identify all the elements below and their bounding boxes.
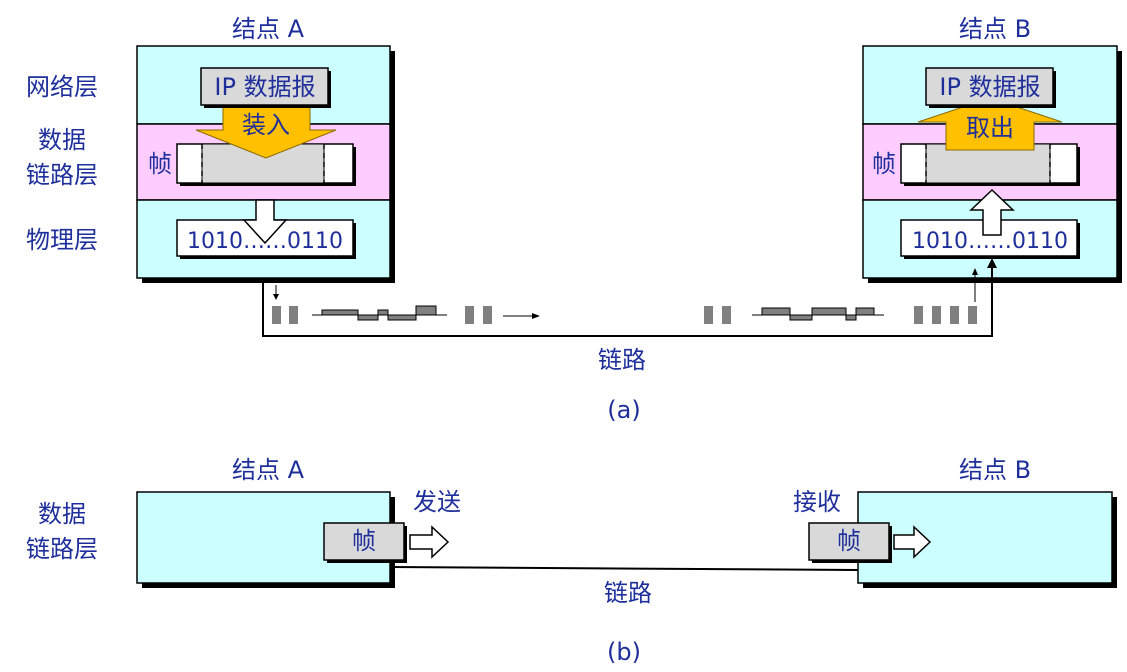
link-line-b	[389, 566, 859, 571]
label-datalink-layer-line2: 链路层	[26, 161, 98, 189]
receive-label: 接收	[793, 488, 841, 516]
label-physical-layer: 物理层	[26, 226, 98, 254]
frame-label-a-b: 帧	[352, 527, 376, 555]
encapsulate-arrow	[195, 103, 337, 159]
encapsulate-label: 装入	[242, 111, 290, 139]
bits-a-label: 1010……0110	[187, 229, 343, 254]
send-label: 发送	[413, 488, 461, 516]
node-a-title-b: 结点 A	[232, 456, 305, 484]
extract-label: 取出	[966, 114, 1014, 142]
frame-label-a: 帧	[148, 150, 172, 178]
caption-b: (b)	[607, 638, 641, 666]
send-arrow	[409, 525, 450, 559]
ip-datagram-a-label: IP 数据报	[214, 73, 315, 101]
label-datalink-layer-line1: 数据	[38, 126, 86, 154]
frame-box-b-b	[808, 522, 890, 561]
signal-left	[272, 305, 540, 324]
ip-datagram-a	[200, 67, 331, 108]
bits-b-label: 1010……0110	[912, 229, 1068, 254]
frame-label-b: 帧	[872, 150, 896, 178]
receive-arrow	[893, 525, 932, 559]
frame-label-b-b: 帧	[837, 527, 861, 555]
extract-arrow	[917, 97, 1063, 151]
up-arrow-b	[969, 188, 1015, 236]
label-datalink-layer-b-line1: 数据	[38, 500, 86, 528]
down-arrow-a	[242, 199, 288, 245]
ip-datagram-b	[925, 67, 1056, 108]
link-line-a	[262, 262, 993, 337]
frame-box-a-b	[323, 522, 405, 561]
label-datalink-layer-b-line2: 链路层	[26, 535, 98, 563]
node-a-title: 结点 A	[232, 15, 305, 43]
node-b-frame	[900, 143, 1080, 186]
node-b-title-b: 结点 B	[959, 456, 1031, 484]
label-network-layer: 网络层	[26, 73, 98, 101]
ip-datagram-b-label: IP 数据报	[939, 73, 1040, 101]
link-label-b: 链路	[604, 579, 652, 607]
signal-right	[704, 306, 977, 324]
node-b-title: 结点 B	[959, 15, 1031, 43]
caption-a: (a)	[607, 396, 640, 424]
link-label-a: 链路	[598, 346, 646, 374]
